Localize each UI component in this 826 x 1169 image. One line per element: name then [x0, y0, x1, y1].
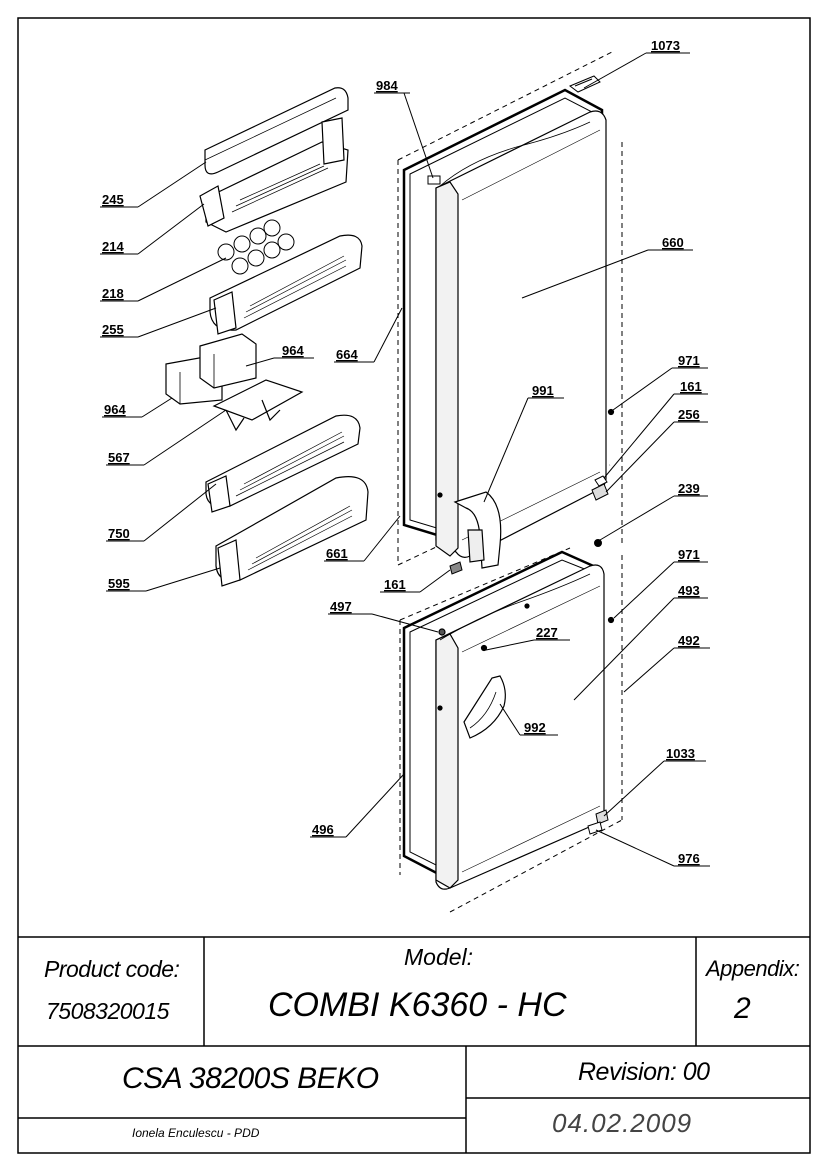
label-493: 493 — [678, 583, 700, 598]
appendix-value: 2 — [734, 992, 751, 1025]
author: Ionela Enculescu - PDD — [132, 1126, 260, 1140]
label-992: 992 — [524, 720, 546, 735]
label-984: 984 — [376, 78, 398, 93]
egg-tray-218 — [217, 219, 295, 275]
label-664: 664 — [336, 347, 358, 362]
product-code-label: Product code: — [44, 956, 180, 982]
shelf-595 — [215, 476, 369, 587]
leader-lines — [100, 52, 710, 867]
label-971-upper: 971 — [678, 353, 700, 368]
drawing — [100, 51, 710, 913]
product-code-value: 7508320015 — [46, 998, 169, 1024]
lower-door-panel — [435, 564, 615, 890]
shelf-750 — [205, 414, 361, 513]
label-567: 567 — [108, 450, 130, 465]
lower-handle-992 — [463, 675, 506, 739]
model-label: Model: — [404, 944, 474, 970]
revision: Revision: 00 — [578, 1058, 710, 1086]
shelf-214 — [199, 117, 349, 233]
shelf-255 — [209, 234, 363, 335]
sheet-border — [17, 17, 811, 1154]
label-660: 660 — [662, 235, 684, 250]
lower-hinge-parts — [587, 809, 609, 835]
label-964-right: 964 — [282, 343, 304, 358]
shelf-cover-245 — [204, 87, 349, 175]
label-245: 245 — [102, 192, 124, 207]
label-1033: 1033 — [666, 746, 695, 761]
label-492: 492 — [678, 633, 700, 648]
label-1073: 1073 — [651, 38, 680, 53]
title-block-grid — [18, 936, 810, 1153]
label-971-lower: 971 — [678, 547, 700, 562]
label-750: 750 — [108, 526, 130, 541]
upper-hinge-parts — [449, 475, 609, 575]
label-661: 661 — [326, 546, 348, 561]
label-976: 976 — [678, 851, 700, 866]
label-239: 239 — [678, 481, 700, 496]
bin-964-right — [199, 333, 257, 389]
label-256: 256 — [678, 407, 700, 422]
revision-date: 04.02.2009 — [552, 1108, 693, 1138]
part-1073-pad — [569, 75, 601, 93]
label-497: 497 — [330, 599, 352, 614]
upper-door-panel — [435, 110, 615, 558]
label-161-lower: 161 — [384, 577, 406, 592]
label-595: 595 — [108, 576, 130, 591]
label-214: 214 — [102, 239, 124, 254]
model-value: COMBI K6360 - HC — [268, 986, 567, 1024]
appendix-label: Appendix: — [706, 956, 800, 981]
label-227: 227 — [536, 625, 558, 640]
upper-handle-991 — [453, 491, 502, 569]
label-218: 218 — [102, 286, 124, 301]
part-labels: 1073 984 245 214 218 255 660 664 964 964… — [102, 38, 702, 866]
label-991: 991 — [532, 383, 554, 398]
label-496: 496 — [312, 822, 334, 837]
label-255: 255 — [102, 322, 124, 337]
upper-door-dashed-lines — [397, 51, 623, 913]
label-161-upper: 161 — [680, 379, 702, 394]
product-name: CSA 38200S BEKO — [122, 1062, 379, 1095]
label-964-left: 964 — [104, 402, 126, 417]
divider-567 — [212, 379, 304, 432]
